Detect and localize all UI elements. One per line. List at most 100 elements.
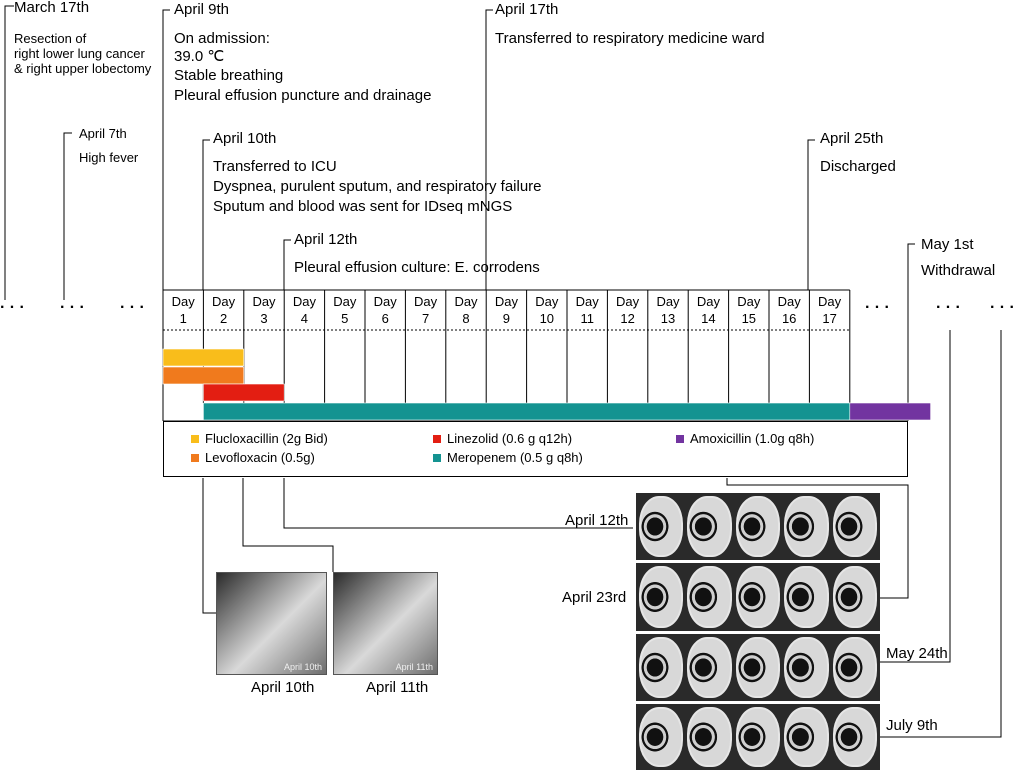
day-header-label: Day [454, 294, 478, 309]
ct-row-april23 [636, 563, 880, 631]
line-to-ct-apr23 [726, 478, 909, 599]
legend-amoxicillin: Amoxicillin (1.0g q8h) [676, 431, 814, 446]
event-april9-date: April 9th [174, 1, 230, 18]
line-to-ct-jul9 [880, 330, 1002, 738]
ct-slice [639, 566, 684, 628]
ct-slice [832, 566, 878, 628]
event-april12-line1: Pleural effusion culture: E. corrodens [294, 259, 540, 276]
ct-slice [784, 496, 829, 557]
legend-label: Meropenem (0.5 g q8h) [447, 450, 583, 465]
ellipsis-5: · · · [936, 299, 961, 316]
event-april10-line3: Sputum and blood was sent for IDseq mNGS [213, 198, 513, 215]
medication-bar [203, 383, 285, 402]
day-header-number: 2 [220, 311, 227, 326]
day-header-label: Day [535, 294, 559, 309]
legend-label: Flucloxacillin (2g Bid) [205, 431, 328, 446]
legend-swatch [191, 453, 199, 462]
event-may1-date: May 1st [921, 236, 974, 253]
day-header-number: 15 [742, 311, 756, 326]
ct-slice [687, 637, 732, 698]
day-header-number: 3 [260, 311, 267, 326]
ct-slice [784, 566, 829, 628]
event-april7-date: April 7th [79, 126, 127, 141]
legend-label: Linezolid (0.6 g q12h) [447, 431, 573, 446]
ct-slice [639, 707, 684, 767]
day-header-number: 17 [822, 311, 836, 326]
ct-slice [832, 637, 878, 698]
day-header-label: Day [576, 294, 600, 309]
connector-lines [4, 5, 1002, 738]
legend-swatch [191, 434, 199, 443]
legend-swatch [433, 434, 441, 443]
event-april9-line4: Pleural effusion puncture and drainage [174, 87, 432, 104]
ct-row-april12 [636, 493, 880, 560]
day-header-number: 1 [180, 311, 187, 326]
day-header-label: Day [737, 294, 761, 309]
medication-bar [162, 348, 245, 367]
legend-linezolid: Linezolid (0.6 g q12h) [433, 431, 572, 446]
ellipsis-1: · · · [0, 299, 25, 316]
day-header-number: 9 [503, 311, 510, 326]
ct-slice [735, 707, 781, 767]
line-april10 [202, 139, 210, 290]
ct-label-july9: July 9th [886, 717, 938, 734]
day-header-number: 10 [540, 311, 554, 326]
line-april12 [283, 239, 291, 290]
day-header-label: Day [656, 294, 680, 309]
legend-flucloxacillin: Flucloxacillin (2g Bid) [191, 431, 328, 446]
day-header-number: 14 [701, 311, 715, 326]
event-april12-date: April 12th [294, 231, 358, 248]
event-april17-line1: Transferred to respiratory medicine ward [495, 30, 765, 47]
event-april9-line3: Stable breathing [174, 67, 284, 84]
legend-meropenem: Meropenem (0.5 g q8h) [433, 450, 583, 465]
ct-label-april23: April 23rd [562, 589, 627, 606]
xray-overlay-2: April 11th [395, 662, 433, 672]
ct-slice [687, 566, 732, 628]
line-to-ct-apr12 [283, 478, 633, 529]
day-header-label: Day [252, 294, 276, 309]
ct-slice [687, 707, 732, 767]
ellipsis-6: · · · [990, 299, 1015, 316]
line-to-ct-may24 [880, 330, 951, 663]
xray-caption-1: April 10th [251, 679, 315, 696]
ct-slice [832, 496, 878, 557]
ct-slice [735, 496, 781, 557]
ct-label-may24: May 24th [886, 645, 948, 662]
day-header-label: Day [697, 294, 721, 309]
event-april7-line1: High fever [79, 150, 139, 165]
event-april9-line1: On admission: [174, 30, 270, 47]
line-may1 [907, 243, 915, 402]
ct-slice [784, 637, 829, 698]
medication-bar [162, 366, 245, 385]
legend-levofloxacin: Levofloxacin (0.5g) [191, 450, 315, 465]
event-april9-line2: 39.0 ℃ [174, 48, 225, 65]
xray-image-2: April 11th [333, 572, 438, 675]
line-to-xray1 [202, 478, 216, 614]
legend-box [163, 421, 908, 477]
ct-slice [784, 707, 829, 767]
line-march17 [4, 5, 14, 300]
day-header-label: Day [293, 294, 317, 309]
event-march17-line3: & right upper lobectomy [14, 61, 152, 76]
event-april25-date: April 25th [820, 130, 884, 147]
xray-caption-2: April 11th [366, 679, 429, 696]
legend-label: Levofloxacin (0.5g) [205, 450, 315, 465]
day-header-label: Day [818, 294, 842, 309]
day-header-number: 7 [422, 311, 429, 326]
ellipsis-3: · · · [120, 299, 145, 316]
day-header-label: Day [172, 294, 196, 309]
day-header-label: Day [495, 294, 519, 309]
day-header-label: Day [374, 294, 398, 309]
event-april17-date: April 17th [495, 1, 559, 18]
legend-swatch [676, 434, 684, 443]
day-grid: Day1Day2Day3Day4Day5Day6Day7Day8Day9Day1… [162, 289, 909, 422]
event-april10-date: April 10th [213, 130, 277, 147]
ct-slice [735, 566, 781, 628]
medication-bars [162, 348, 931, 421]
day-header-label: Day [778, 294, 802, 309]
day-header-label: Day [333, 294, 357, 309]
ellipsis-4: · · · [865, 299, 890, 316]
day-header-label: Day [616, 294, 640, 309]
day-header-number: 16 [782, 311, 796, 326]
